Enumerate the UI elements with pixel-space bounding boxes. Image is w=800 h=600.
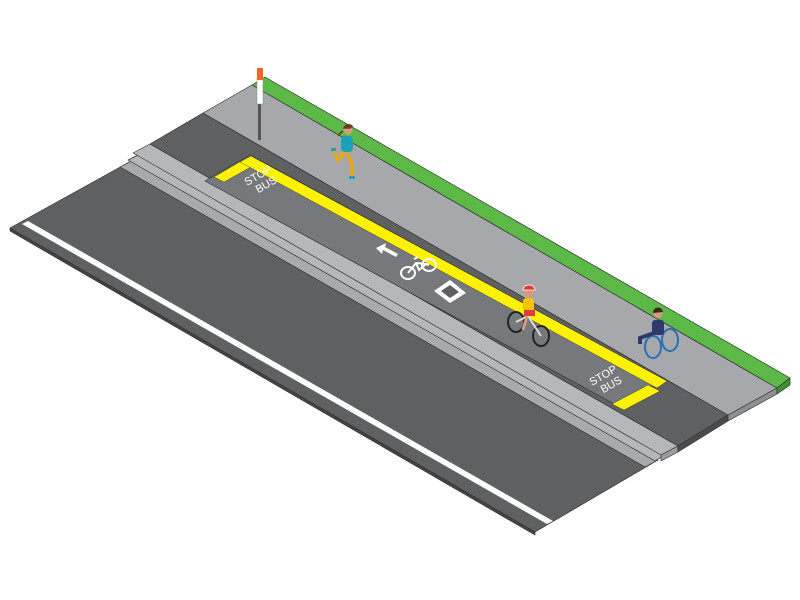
arrow-icon xyxy=(376,243,398,257)
bicycle-icon xyxy=(400,256,437,280)
pedestrian-runner xyxy=(331,124,355,179)
yellow-line-end xyxy=(611,384,661,411)
diamond-marking-icon xyxy=(434,280,466,303)
wheelchair-user xyxy=(638,307,679,359)
curb-step-1 xyxy=(119,159,659,468)
road-side-face xyxy=(9,227,536,536)
grass-side xyxy=(776,377,791,395)
lane-line xyxy=(22,221,553,524)
cyclist xyxy=(507,284,550,347)
bus-stop-sign xyxy=(256,68,264,140)
